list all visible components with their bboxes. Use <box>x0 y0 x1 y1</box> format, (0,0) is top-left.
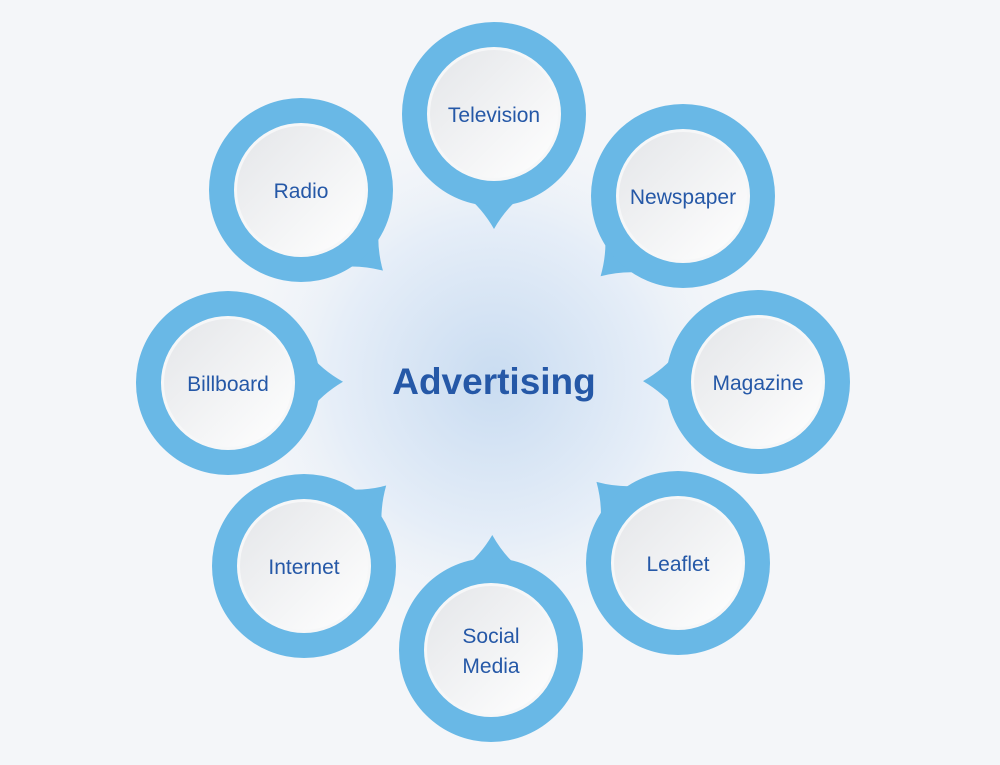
node-television: Television <box>402 22 586 229</box>
node-label: Media <box>462 655 520 678</box>
node-leaflet: Leaflet <box>586 471 770 655</box>
inner-circle <box>619 132 747 260</box>
inner-circle <box>240 502 368 630</box>
node-newspaper: Newspaper <box>591 104 775 288</box>
node-magazine: Magazine <box>643 290 850 474</box>
inner-circle <box>694 318 822 446</box>
inner-circle <box>164 319 292 447</box>
node-label: Newspaper <box>630 186 736 209</box>
node-label: Television <box>448 104 540 127</box>
inner-circle <box>427 586 555 714</box>
inner-circle <box>237 126 365 254</box>
node-label: Internet <box>268 556 339 579</box>
inner-circle <box>614 499 742 627</box>
node-label: Social <box>462 625 519 648</box>
node-label: Magazine <box>712 372 803 395</box>
node-label: Billboard <box>187 373 269 396</box>
node-radio: Radio <box>209 98 393 282</box>
inner-circle <box>430 50 558 178</box>
node-internet: Internet <box>212 474 396 658</box>
node-label: Leaflet <box>646 553 709 576</box>
node-billboard: Billboard <box>136 291 343 475</box>
center-title: Advertising <box>392 361 596 402</box>
node-label: Radio <box>274 180 329 203</box>
